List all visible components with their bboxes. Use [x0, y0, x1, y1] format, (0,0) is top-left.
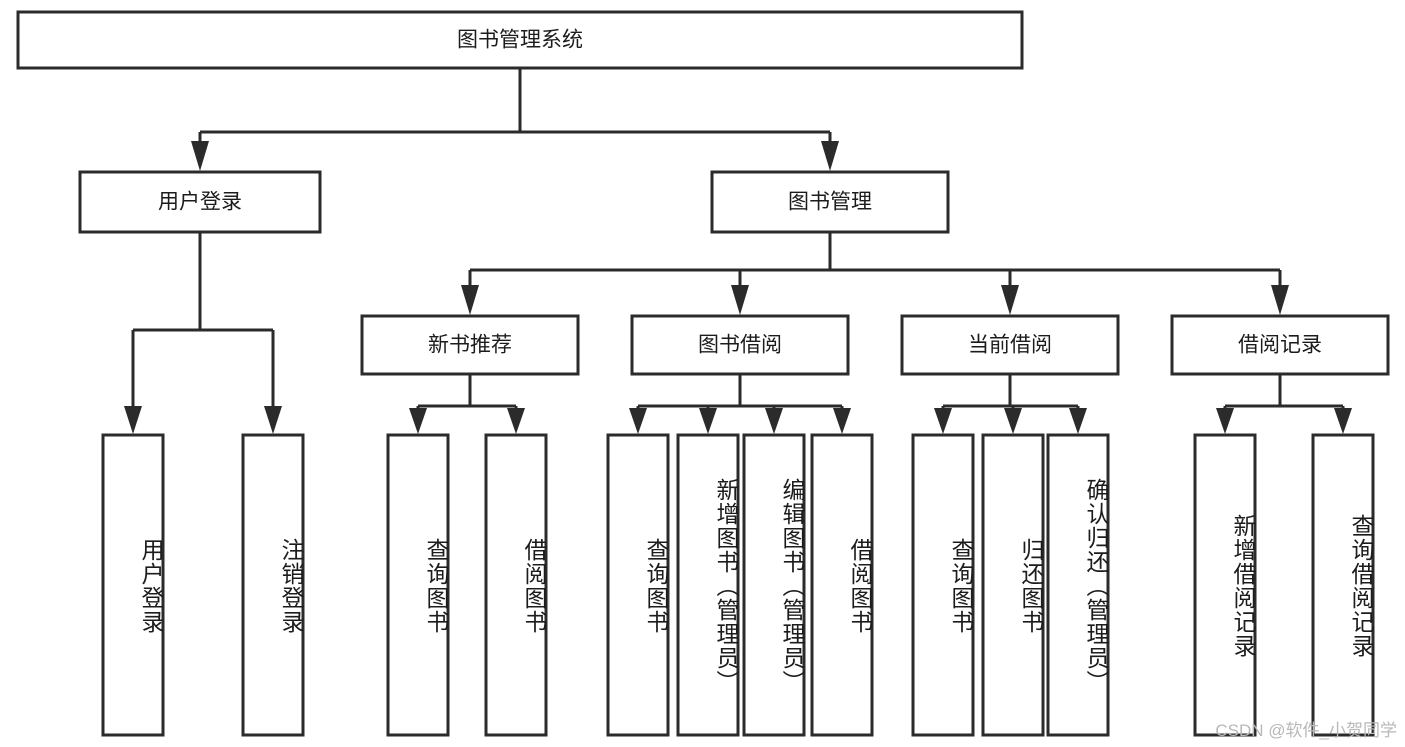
node-box-root[interactable]	[16, 10, 1024, 70]
arrow-head-icon-new-book-recommend	[461, 285, 479, 315]
arrow-head-icon-leaf-borrow-book-bb	[833, 408, 851, 434]
node-box-leaf-user-login[interactable]	[101, 433, 165, 737]
watermark-text: CSDN @软件_小贺同学	[1215, 721, 1397, 740]
node-box-borrow-record[interactable]	[1170, 314, 1390, 376]
node-label-current-borrow: 当前借阅	[968, 334, 1052, 357]
node-box-leaf-return-book[interactable]	[981, 433, 1045, 737]
node-label-root: 图书管理系统	[457, 29, 583, 52]
arrow-head-icon-leaf-add-book	[699, 408, 717, 434]
node-box-current-borrow[interactable]	[900, 314, 1120, 376]
arrow-head-icon-leaf-user-login	[124, 406, 142, 434]
node-label-user-login: 用户登录	[158, 191, 242, 214]
node-box-leaf-edit-book[interactable]	[742, 433, 806, 737]
arrow-head-icon-leaf-query-book-cb	[934, 408, 952, 434]
arrow-head-icon-leaf-borrow-book-nbr	[507, 408, 525, 434]
arrow-head-icon-book-borrow	[731, 285, 749, 315]
node-box-leaf-query-book-nbr[interactable]	[386, 433, 450, 737]
node-label-book-borrow: 图书借阅	[698, 334, 782, 357]
node-box-book-manage[interactable]	[710, 170, 950, 234]
arrow-head-icon-leaf-query-book-bb	[629, 408, 647, 434]
node-box-leaf-borrow-book-bb[interactable]	[810, 433, 874, 737]
node-box-new-book-recommend[interactable]	[360, 314, 580, 376]
arrow-head-icon-leaf-edit-book	[765, 408, 783, 434]
arrow-head-icon-leaf-query-book-nbr	[409, 408, 427, 434]
node-label-book-manage: 图书管理	[788, 191, 872, 214]
arrow-head-icon-leaf-confirm-return	[1069, 408, 1087, 434]
node-box-leaf-query-book-bb[interactable]	[606, 433, 670, 737]
arrow-head-icon-leaf-add-record	[1216, 408, 1234, 434]
arrow-head-icon-user-login	[191, 141, 209, 171]
arrow-head-icon-book-manage	[821, 141, 839, 171]
arrow-head-icon-leaf-query-record	[1334, 408, 1352, 434]
node-box-leaf-logout[interactable]	[241, 433, 305, 737]
node-box-user-login[interactable]	[78, 170, 322, 234]
arrow-head-icon-borrow-record	[1271, 285, 1289, 315]
arrow-head-icon-leaf-logout	[264, 406, 282, 434]
node-label-new-book-recommend: 新书推荐	[428, 334, 512, 357]
node-box-book-borrow[interactable]	[630, 314, 850, 376]
node-box-leaf-add-book[interactable]	[676, 433, 740, 737]
arrow-head-icon-leaf-return-book	[1004, 408, 1022, 434]
node-box-leaf-query-book-cb[interactable]	[911, 433, 975, 737]
connector-layer	[124, 68, 1352, 434]
node-box-leaf-add-record[interactable]	[1193, 433, 1257, 737]
node-box-leaf-confirm-return[interactable]	[1046, 433, 1110, 737]
node-box-leaf-query-record[interactable]	[1311, 433, 1375, 737]
node-box-leaf-borrow-book-nbr[interactable]	[484, 433, 548, 737]
arrow-head-icon-current-borrow	[1001, 285, 1019, 315]
node-label-borrow-record: 借阅记录	[1238, 334, 1322, 357]
